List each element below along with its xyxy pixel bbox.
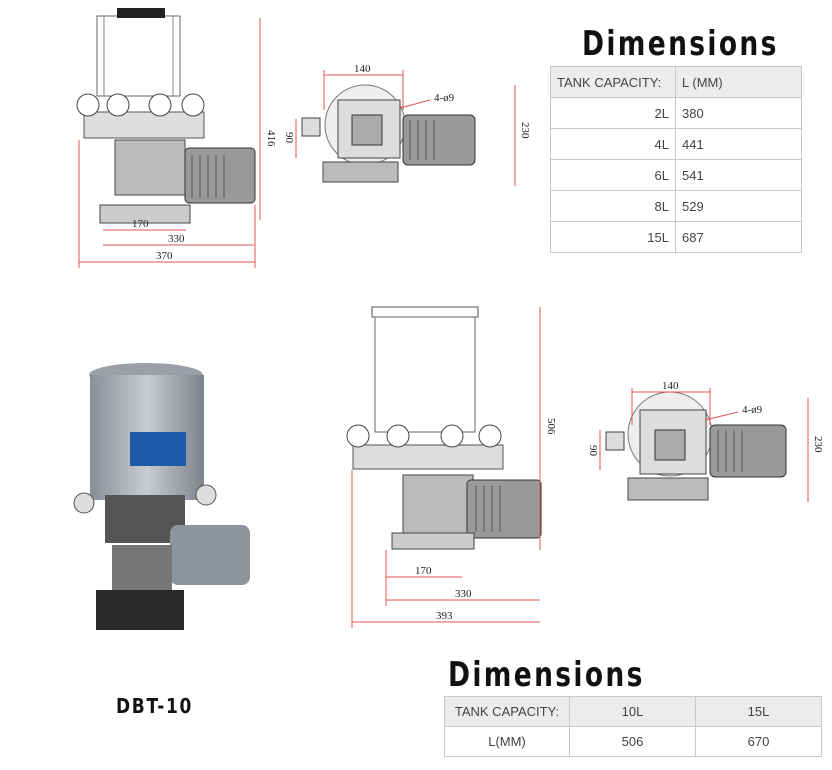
length-cell: 380 — [675, 97, 802, 129]
capacity-cell: 8L — [550, 190, 676, 222]
table-row: 8L 529 — [550, 190, 802, 222]
dim-width-b-1: 330 — [168, 233, 185, 245]
table-row: L(MM) 506 670 — [444, 726, 822, 757]
length-cell: 541 — [675, 159, 802, 191]
model-name: DBT-10 — [116, 694, 194, 718]
dim-top-width-2: 140 — [662, 380, 679, 392]
header-cell: 10L — [569, 696, 696, 727]
top-view-drawing-1 — [295, 70, 516, 186]
table-row: 15L 687 — [550, 221, 802, 253]
top-view-drawing-2 — [599, 388, 809, 502]
dim-depth-b-2: 230 — [812, 436, 824, 453]
table-row: 2L 380 — [550, 97, 802, 129]
table-row: 4L 441 — [550, 128, 802, 160]
dimensions-table-1: TANK CAPACITY: L (MM) 2L 380 4L 441 6L 5… — [550, 66, 802, 253]
product-photo — [73, 363, 250, 630]
header-cell: L (MM) — [675, 66, 802, 98]
dim-depth-a-1: 90 — [283, 132, 295, 144]
length-cell: 506 — [569, 726, 696, 757]
header-cell: TANK CAPACITY: — [444, 696, 570, 727]
capacity-cell: 6L — [550, 159, 676, 191]
table-row: 6L 541 — [550, 159, 802, 191]
table-header-row: TANK CAPACITY: 10L 15L — [444, 696, 822, 727]
length-cell: 529 — [675, 190, 802, 222]
table-header-row: TANK CAPACITY: L (MM) — [550, 66, 802, 98]
length-cell: 670 — [695, 726, 822, 757]
header-cell: TANK CAPACITY: — [550, 66, 676, 98]
dim-holes-2: 4-ø9 — [742, 404, 763, 416]
dim-width-c-1: 370 — [156, 250, 173, 262]
dimensions-title-2: Dimensions — [448, 655, 645, 695]
dim-depth-a-2: 90 — [587, 445, 599, 457]
header-cell: 15L — [695, 696, 822, 727]
dim-height-1: 416 — [265, 130, 277, 147]
dimensions-title-1: Dimensions — [582, 24, 779, 64]
dim-width-b-2: 330 — [455, 588, 472, 600]
dim-width-c-2: 393 — [436, 610, 453, 622]
length-cell: 441 — [675, 128, 802, 160]
row-label-cell: L(MM) — [444, 726, 570, 757]
dim-width-a-1: 170 — [132, 218, 149, 230]
dimensions-table-2: TANK CAPACITY: 10L 15L L(MM) 506 670 — [444, 696, 822, 757]
dim-depth-b-1: 230 — [519, 122, 531, 139]
length-cell: 687 — [675, 221, 802, 253]
dim-top-width-1: 140 — [354, 63, 371, 75]
capacity-cell: 15L — [550, 221, 676, 253]
capacity-cell: 4L — [550, 128, 676, 160]
dim-holes-1: 4-ø9 — [434, 92, 455, 104]
front-view-drawing-2 — [346, 306, 542, 628]
capacity-cell: 2L — [550, 97, 676, 129]
front-view-drawing-1 — [76, 8, 261, 268]
dim-height-2: 506 — [545, 418, 557, 435]
dim-width-a-2: 170 — [415, 565, 432, 577]
